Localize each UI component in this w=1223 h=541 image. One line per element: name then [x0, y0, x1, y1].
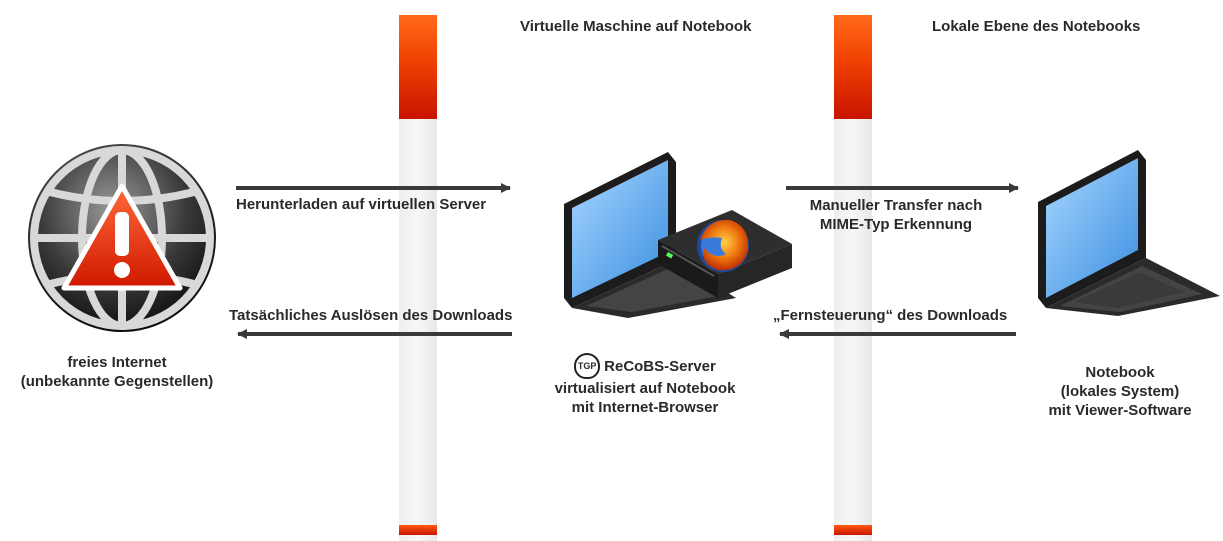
- notebook-caption-line2: (lokales System): [1060, 383, 1180, 400]
- label-manual-transfer-line1: Manueller Transfer nach: [809, 197, 983, 214]
- server-caption-line1: ReCoBS-Server: [604, 357, 716, 375]
- label-download-to-server: Herunterladen auf virtuellen Server: [236, 196, 487, 213]
- pillar-bottom-cap: [399, 525, 437, 535]
- pillar-top-cap: [399, 15, 437, 119]
- heading-virtual-machine: Virtuelle Maschine auf Notebook: [520, 18, 752, 35]
- server-caption-line2: virtualisiert auf Notebook: [554, 380, 736, 397]
- internet-caption-line2: (unbekannte Gegenstellen): [20, 373, 214, 390]
- globe-warning-icon: [28, 144, 216, 332]
- notebook-caption-line1: Notebook: [1085, 364, 1155, 381]
- server-caption-line3: mit Internet-Browser: [571, 399, 719, 416]
- tgp-logo-icon: TGP: [574, 353, 601, 379]
- notebook-caption-line3: mit Viewer-Software: [1048, 402, 1192, 419]
- internet-caption: freies Internet (unbekannte Gegenstellen…: [0, 353, 234, 391]
- heading-local-level: Lokale Ebene des Notebooks: [932, 18, 1141, 35]
- boundary-pillar-left: [399, 15, 437, 541]
- label-manual-transfer: Manueller Transfer nach MIME-Typ Erkennu…: [790, 196, 1002, 234]
- server-caption: TGP ReCoBS-Server virtualisiert auf Note…: [530, 353, 760, 417]
- pillar-bottom-cap: [834, 525, 872, 535]
- label-trigger-download: Tatsächliches Auslösen des Downloads: [229, 307, 513, 324]
- pillar-top-cap: [834, 15, 872, 119]
- label-manual-transfer-line2: MIME-Typ Erkennung: [819, 216, 973, 233]
- laptop-icon: [1038, 150, 1220, 316]
- boundary-pillar-right: [834, 15, 872, 541]
- server-caption-title-row: TGP ReCoBS-Server: [530, 353, 760, 379]
- laptop-with-firefox-server-icon: [564, 152, 792, 318]
- internet-caption-line1: freies Internet: [67, 354, 167, 371]
- notebook-caption: Notebook (lokales System) mit Viewer-Sof…: [1020, 363, 1220, 420]
- label-remote-control: „Fernsteuerung“ des Downloads: [773, 307, 1008, 324]
